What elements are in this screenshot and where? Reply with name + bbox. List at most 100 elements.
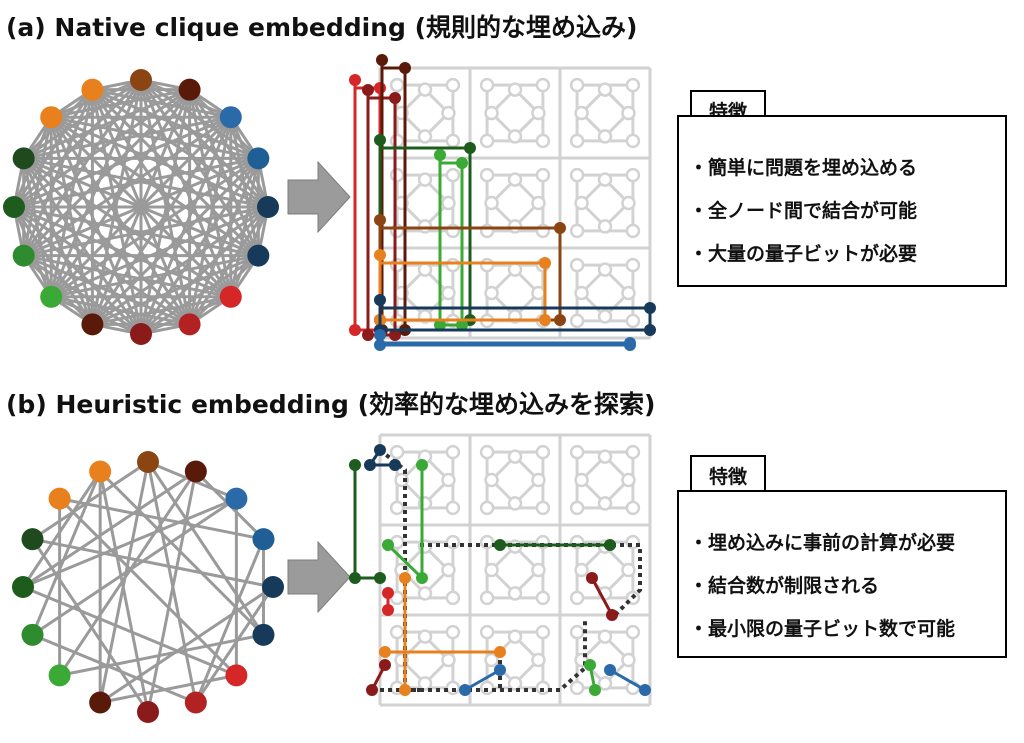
chain-qubit: [389, 92, 401, 104]
graph-edge: [21, 470, 102, 588]
sparse-graph-b: [12, 451, 284, 723]
qubit-node: [445, 624, 461, 640]
chain-qubit: [399, 62, 411, 74]
qubit-node: [569, 624, 585, 640]
graph-edge: [49, 89, 94, 298]
qubit-node: [389, 133, 405, 149]
qubit-node: [507, 172, 523, 187]
graph-node: [247, 244, 270, 267]
qubit-node: [417, 676, 433, 691]
qubit-node: [479, 624, 495, 640]
qubit-node: [389, 444, 405, 460]
qubit-node: [535, 624, 551, 640]
graph-node: [257, 196, 279, 218]
chain-qubit: [349, 324, 361, 336]
qubit-node: [479, 133, 495, 149]
qubit-node: [625, 313, 641, 329]
qubit-node: [479, 77, 495, 93]
qubit-node: [484, 652, 499, 668]
graph-edge: [22, 89, 94, 257]
graph-edge: [23, 205, 269, 258]
qubit-node: [445, 77, 461, 93]
chain-qubit: [382, 604, 394, 616]
chain-qubit: [606, 609, 618, 621]
chain-qubit: [464, 142, 476, 154]
qubit-node: [597, 676, 613, 691]
chain-qubit: [349, 459, 361, 471]
chain-qubit: [584, 659, 596, 671]
chain-qubit: [539, 314, 551, 326]
chain-qubit: [456, 319, 468, 331]
chain-qubit: [416, 459, 428, 471]
graph-edge: [32, 537, 274, 589]
graph-node: [12, 576, 34, 598]
qubit-node: [597, 309, 613, 324]
graph-edge: [13, 156, 259, 209]
graph-edge: [194, 538, 265, 704]
graph-node: [40, 285, 63, 308]
graph-edge: [31, 497, 238, 637]
qubit-chain: [464, 668, 501, 692]
chain-qubit: [374, 329, 386, 341]
qubit-node: [441, 472, 456, 488]
clique-embedding-chains: [349, 54, 656, 351]
qubit-node: [479, 590, 495, 606]
qubit-node: [621, 195, 636, 211]
feature-item: 全ノード間で結合が可能: [689, 190, 917, 233]
qubit-node: [625, 167, 641, 183]
graph-edge: [91, 88, 233, 298]
qubit-node: [389, 500, 405, 516]
qubit-node: [531, 562, 546, 578]
graph-edge: [22, 254, 142, 336]
qubit-node: [445, 167, 461, 183]
graph-edge: [98, 461, 150, 703]
qubit-node: [621, 105, 636, 121]
qubit-node: [507, 219, 523, 234]
chain-qubit: [399, 572, 411, 584]
graph-edge: [13, 205, 259, 258]
chain-qubit: [374, 339, 386, 351]
coupler-dotted: [420, 543, 642, 617]
graph-edge: [12, 206, 94, 326]
graph-node: [3, 196, 25, 218]
features-panel-b: 埋め込みに事前の計算が必要 結合数が制限される 最小限の量子ビット数で可能: [677, 490, 1007, 658]
qubit-node: [569, 680, 585, 696]
qubit-node: [574, 195, 589, 211]
graph-edge: [22, 78, 142, 160]
section-b-title: (b) Heuristic embedding (効率的な埋め込みを探索): [6, 390, 656, 419]
graph-node: [40, 106, 63, 129]
graph-node: [178, 78, 201, 101]
graph-node: [137, 451, 159, 473]
graph-edge: [22, 115, 232, 257]
qubit-node: [441, 652, 456, 668]
chain-qubit: [644, 324, 656, 336]
chain-qubit: [374, 294, 386, 306]
qubit-node: [445, 257, 461, 273]
qubit-node: [484, 105, 499, 121]
qubit-node: [507, 586, 523, 601]
graph-edge: [22, 157, 232, 299]
qubit-node: [445, 500, 461, 516]
qubit-node: [445, 133, 461, 149]
graph-edge: [12, 88, 94, 208]
qubit-chain: [590, 577, 614, 616]
chain-qubit: [459, 684, 471, 696]
chain-qubit: [644, 302, 656, 314]
graph-node: [247, 147, 270, 170]
feature-item: 埋め込みに事前の計算が必要: [689, 522, 955, 565]
graph-edge: [31, 460, 149, 541]
qubit-node: [597, 262, 613, 277]
graph-edge: [229, 116, 260, 256]
graph-node: [48, 664, 71, 687]
qubit-chain: [609, 668, 646, 692]
qubit-node: [531, 472, 546, 488]
qubit-node: [625, 257, 641, 273]
chain-qubit: [364, 459, 376, 471]
qubit-node: [621, 472, 636, 488]
qubit-node: [479, 257, 495, 273]
chimera-lattice-a: [378, 66, 652, 340]
qubit-node: [417, 129, 433, 144]
qubit-node: [445, 444, 461, 460]
qubit-node: [389, 167, 405, 183]
qubit-node: [484, 195, 499, 211]
